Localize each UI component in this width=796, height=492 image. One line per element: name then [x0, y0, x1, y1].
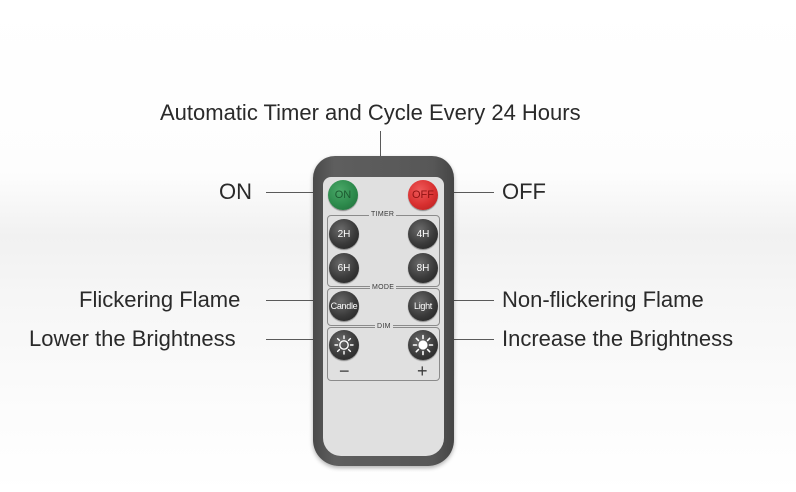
timer-cycle-label: Automatic Timer and Cycle Every 24 Hours	[160, 100, 581, 125]
timer-title: TIMER	[369, 211, 397, 218]
non-flickering-flame-label: Non-flickering Flame	[502, 287, 704, 312]
remote-face: ON OFF TIMER 2H 4H 6H 8H MODE Candle Lig…	[323, 177, 444, 456]
lower-brightness-connector	[266, 339, 324, 340]
increase-brightness-label: Increase the Brightness	[502, 326, 734, 351]
flickering-flame-label: Flickering Flame	[79, 287, 241, 312]
timer-8h-button[interactable]: 8H	[408, 253, 438, 283]
dim-panel: DIM	[327, 323, 440, 381]
on-button[interactable]: ON	[328, 180, 358, 210]
off-button[interactable]: OFF	[408, 180, 438, 210]
light-mode-button[interactable]: Light	[408, 291, 438, 321]
timer-4h-button[interactable]: 4H	[408, 219, 438, 249]
timer-cycle-connector	[380, 131, 381, 156]
timer-2h-button[interactable]: 2H	[329, 219, 359, 249]
on-label: ON	[219, 179, 252, 204]
dim-up-button[interactable]	[408, 330, 438, 360]
sun-outline-icon	[334, 335, 354, 355]
increase-brightness-connector	[444, 339, 494, 340]
dim-down-button[interactable]	[329, 330, 359, 360]
non-flickering-flame-connector	[444, 300, 494, 301]
timer-6h-button[interactable]: 6H	[329, 253, 359, 283]
remote-control: ON OFF TIMER 2H 4H 6H 8H MODE Candle Lig…	[313, 156, 454, 466]
off-label: OFF	[502, 179, 546, 204]
plus-sign: +	[417, 361, 428, 381]
dim-title: DIM	[375, 323, 393, 330]
lower-brightness-label: Lower the Brightness	[29, 326, 236, 351]
sun-filled-icon	[412, 334, 434, 356]
mode-title: MODE	[370, 284, 397, 291]
mode-panel: MODE Candle Light	[327, 284, 440, 326]
on-connector	[266, 192, 324, 193]
minus-sign: −	[339, 361, 350, 381]
timer-panel: TIMER 2H 4H 6H 8H	[327, 211, 440, 287]
flickering-flame-connector	[266, 300, 324, 301]
candle-mode-button[interactable]: Candle	[329, 291, 359, 321]
off-connector	[444, 192, 494, 193]
